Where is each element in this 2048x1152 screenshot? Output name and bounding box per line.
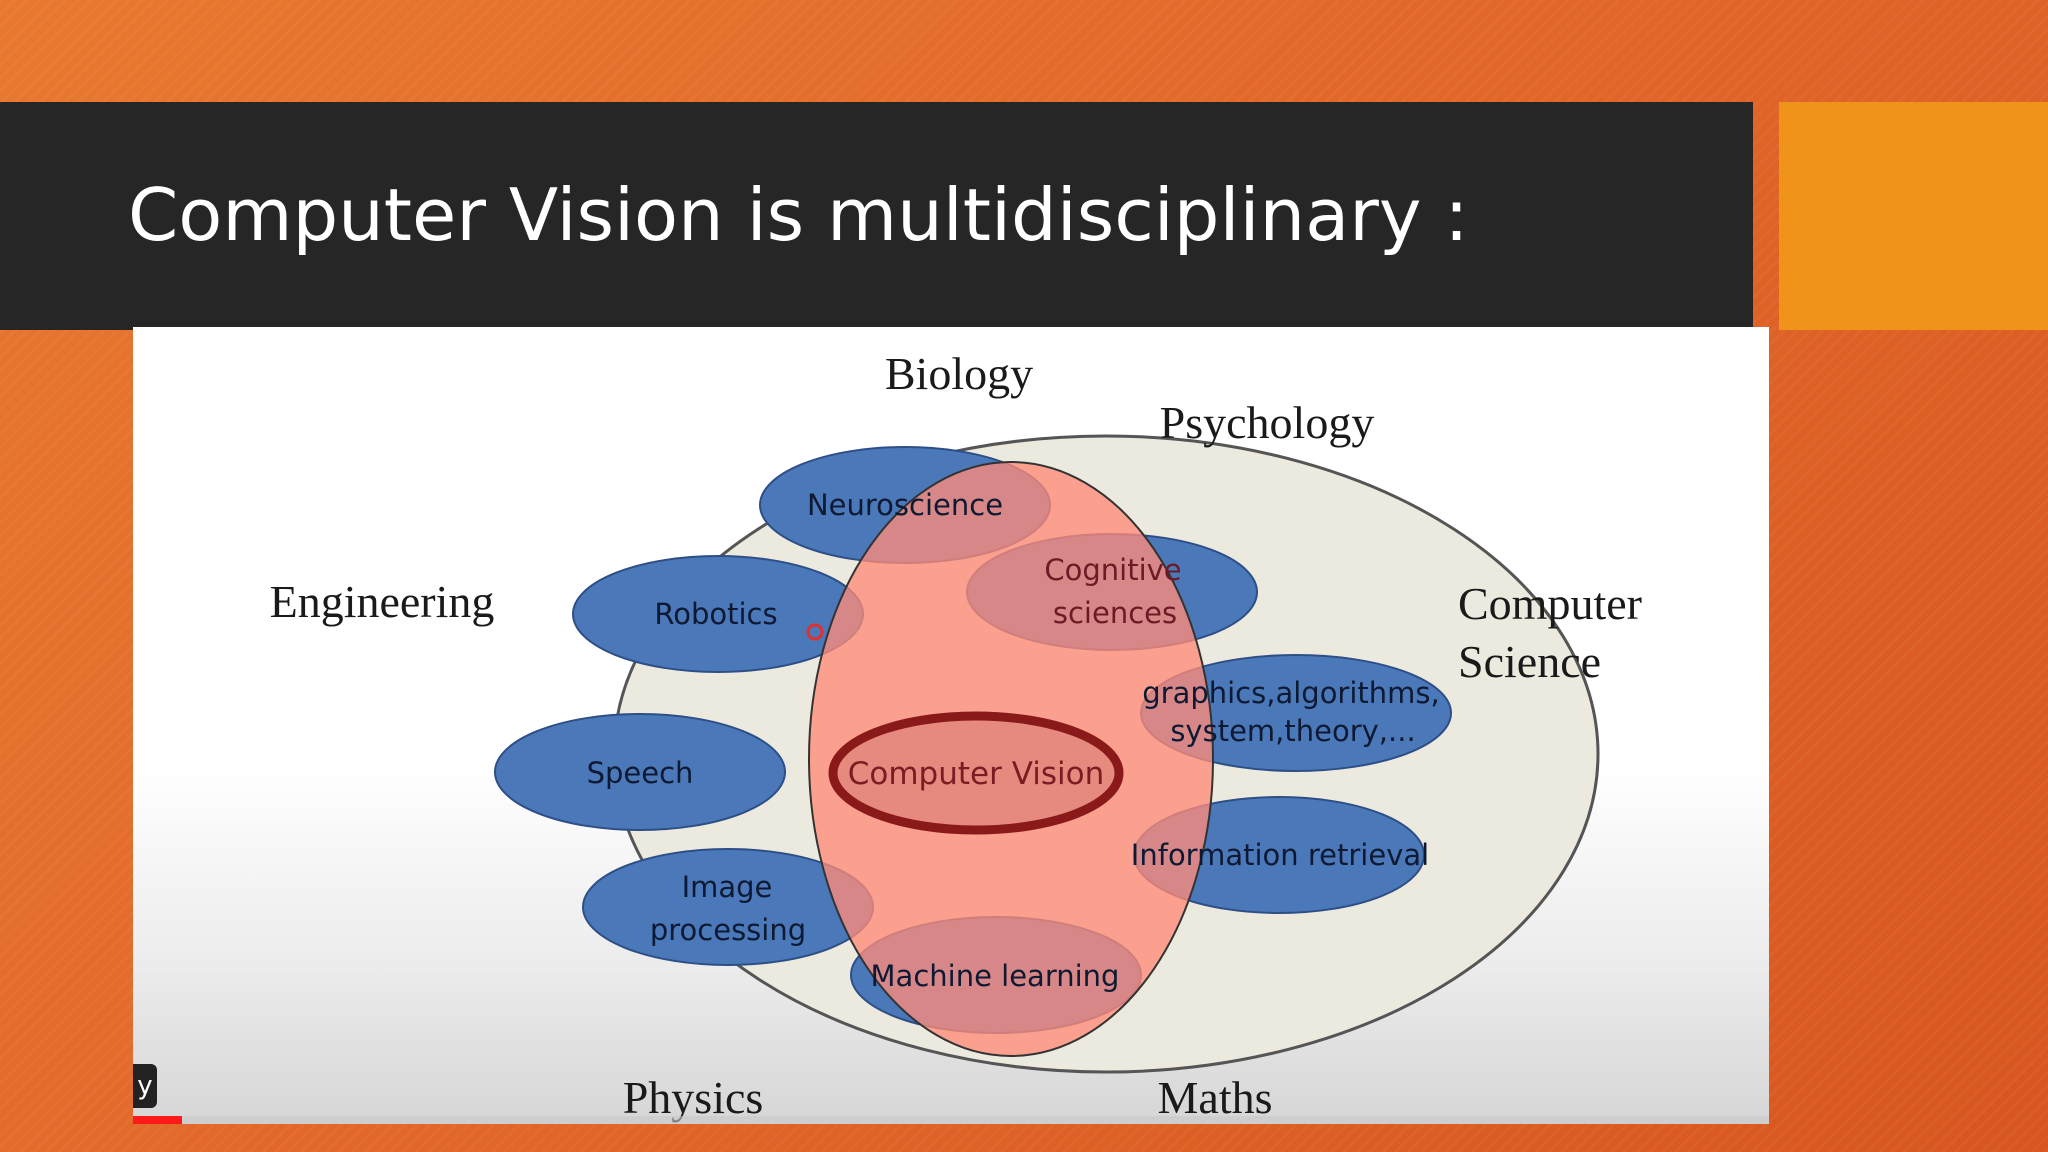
label-robotics: Robotics xyxy=(654,597,777,631)
cursor-marker xyxy=(806,623,824,641)
accent-block xyxy=(1779,102,2048,330)
video-progress-bar[interactable] xyxy=(133,1116,1769,1124)
center-ring xyxy=(828,711,1124,835)
label-machine-learning: Machine learning xyxy=(871,959,1120,993)
label-psychology: Psychology xyxy=(1160,397,1375,448)
label-image: Image xyxy=(682,870,773,904)
label-computer: Computer xyxy=(1458,578,1642,629)
label-biology: Biology xyxy=(885,348,1033,399)
multidisciplinary-diagram: Biology Psychology Engineering Computer … xyxy=(270,348,1642,1123)
label-computer-vision: Computer Vision xyxy=(848,756,1104,792)
label-speech: Speech xyxy=(587,756,694,790)
label-neuroscience: Neuroscience xyxy=(807,488,1003,522)
label-engineering: Engineering xyxy=(270,576,495,627)
label-graphics-line2: system,theory,... xyxy=(1170,714,1415,748)
label-graphics-line1: graphics,algorithms, xyxy=(1142,676,1440,710)
label-processing: processing xyxy=(650,913,806,947)
vision-overlay-ellipse xyxy=(808,461,1214,1057)
embedded-video-frame: Biology Psychology Engineering Computer … xyxy=(133,327,1769,1124)
video-progress-fill xyxy=(133,1116,183,1124)
oval-speech xyxy=(494,713,786,831)
label-sciences: sciences xyxy=(1053,596,1177,630)
title-bar xyxy=(0,102,1753,330)
label-information-retrieval: Information retrieval xyxy=(1131,838,1429,872)
label-science: Science xyxy=(1458,636,1601,687)
label-physics: Physics xyxy=(623,1072,764,1123)
label-maths: Maths xyxy=(1158,1072,1273,1123)
label-cognitive: Cognitive xyxy=(1044,553,1181,587)
video-player-chip[interactable]: y xyxy=(133,1064,157,1108)
slide-title: Computer Vision is multidisciplinary : xyxy=(128,173,1469,257)
